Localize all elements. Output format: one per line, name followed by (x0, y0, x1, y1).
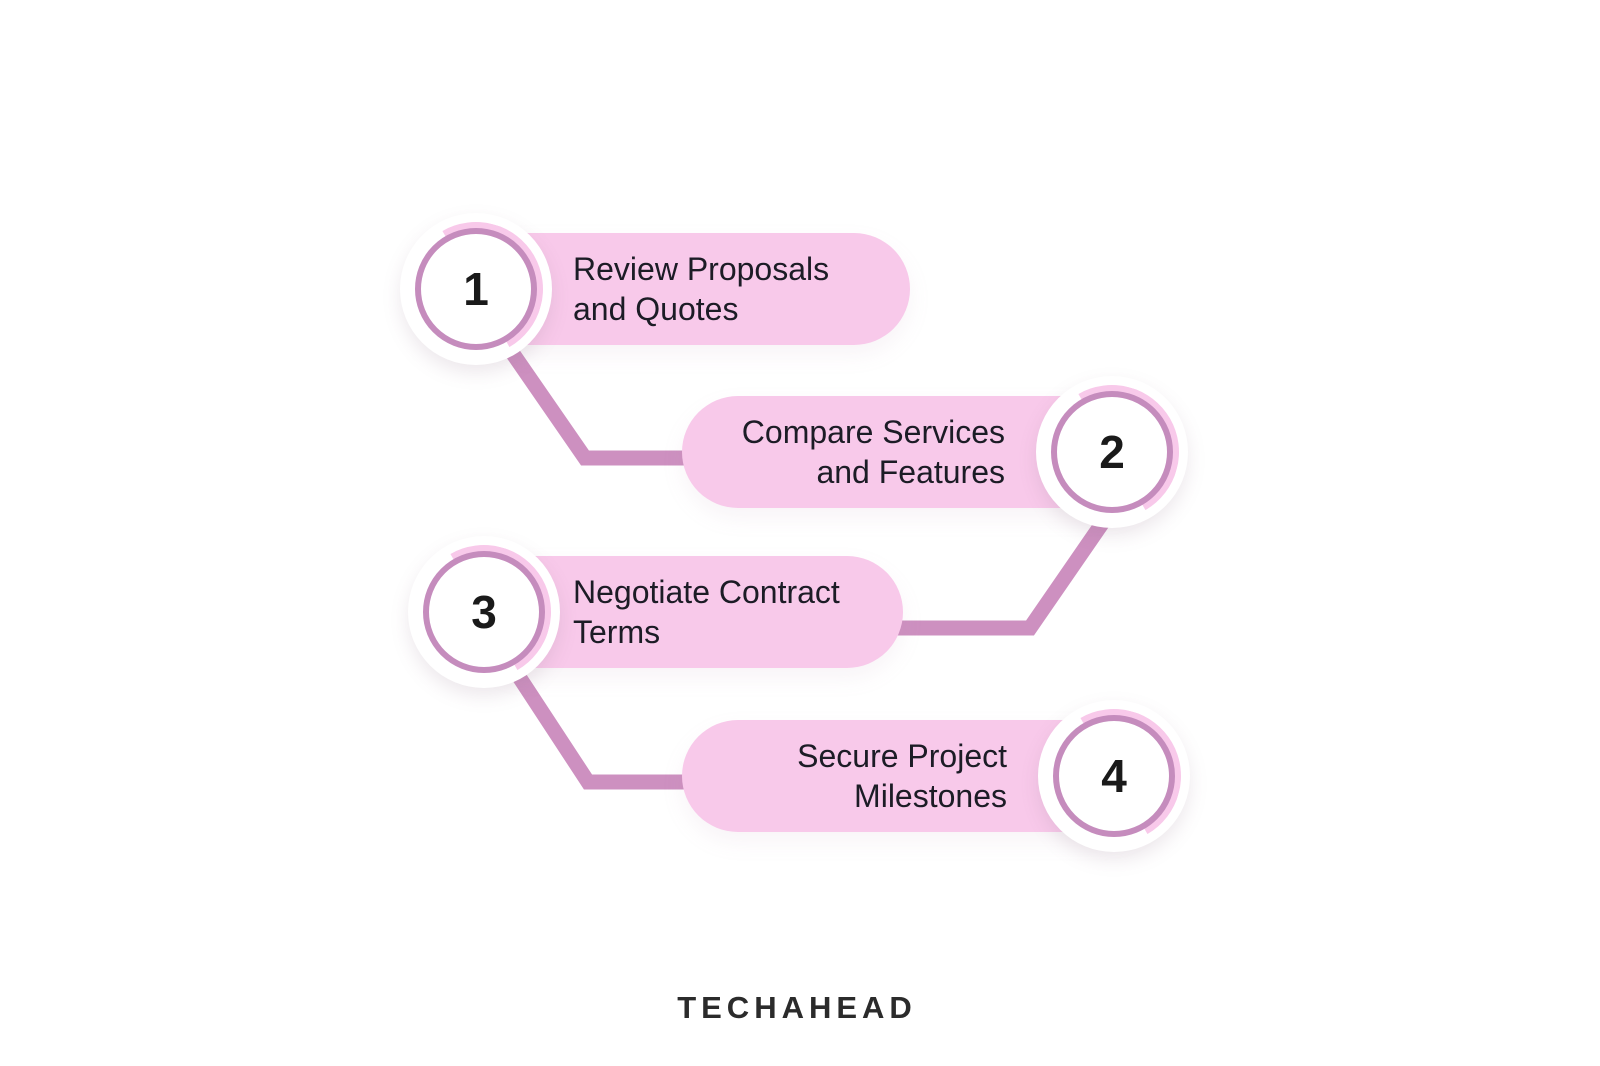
step-4-label: Secure Project Milestones (797, 738, 1007, 814)
step-1-badge-ring: 1 (415, 228, 537, 350)
step-3-badge-ring: 3 (423, 551, 545, 673)
step-2-badge-ring: 2 (1051, 391, 1173, 513)
step-3-badge: 3 (401, 529, 567, 695)
step-3-label: Negotiate Contract Terms (573, 574, 840, 650)
connector-step2-step3 (880, 507, 1117, 636)
step-1-badge: 1 (393, 206, 559, 372)
techahead-logo: TECHAHEAD (677, 990, 917, 1025)
connector-step1-step2 (493, 330, 700, 466)
step-2-number: 2 (1099, 426, 1125, 478)
step-3-number: 3 (471, 586, 497, 638)
step-2-badge: 2 (1029, 369, 1195, 535)
step-1-label: Review Proposals and Quotes (573, 251, 830, 327)
step-4-badge: 4 (1031, 693, 1197, 859)
step-4-number: 4 (1101, 750, 1127, 802)
step-2-label: Compare Services and Features (741, 414, 1005, 490)
step-4-badge-ring: 4 (1053, 715, 1175, 837)
connector-step3-step4 (501, 655, 700, 790)
step-1-number: 1 (463, 263, 489, 315)
